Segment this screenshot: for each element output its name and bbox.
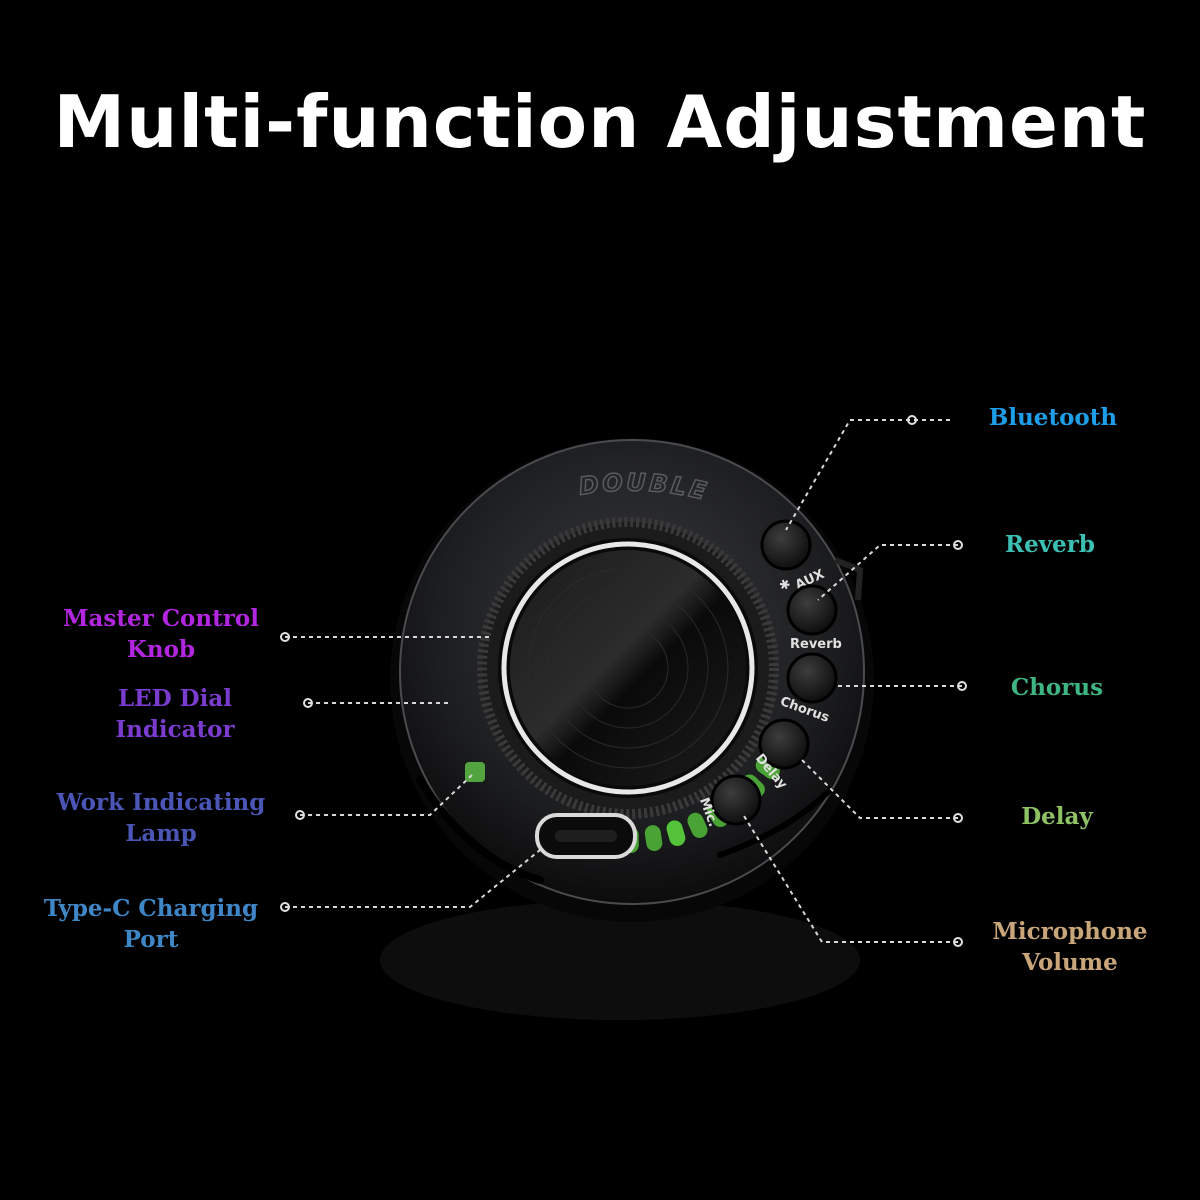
label-bluetooth: Bluetooth [968, 402, 1138, 433]
label-knob-line2: Knob [126, 636, 196, 663]
label-microphone-volume: Microphone Volume [976, 916, 1164, 978]
label-led-dial-indicator: LED Dial Indicator [85, 683, 265, 745]
reverb-button[interactable] [786, 584, 838, 636]
leader-delay [799, 757, 958, 819]
led-segment [644, 825, 663, 852]
label-master-control-knob: Master Control Knob [50, 603, 272, 665]
label-typec-line1: Type-C Charging [43, 895, 259, 922]
master-control-knob[interactable] [477, 517, 779, 819]
type-c-port[interactable] [535, 813, 637, 859]
led-segment [666, 820, 686, 846]
leader-work [300, 774, 473, 816]
label-chorus-text: Chorus [1010, 674, 1104, 701]
label-delay: Delay [982, 801, 1132, 832]
label-mic-line2: Volume [1022, 949, 1118, 976]
label-led-line1: LED Dial [118, 685, 232, 712]
label-bluetooth-text: Bluetooth [988, 404, 1118, 431]
leader-bluetooth [785, 419, 950, 531]
work-indicating-lamp [465, 762, 485, 782]
label-delay-text: Delay [1021, 803, 1093, 830]
mic-button[interactable] [710, 774, 762, 826]
label-type-c-port: Type-C Charging Port [30, 893, 272, 955]
label-reverb-text: Reverb [1005, 531, 1095, 558]
led-segment [687, 812, 708, 838]
label-reverb: Reverb [975, 529, 1125, 560]
leader-mic [743, 815, 958, 943]
aux-button[interactable] [760, 519, 812, 571]
leader-reverb [817, 544, 958, 601]
label-led-line2: Indicator [115, 716, 235, 743]
page-title: Multi-function Adjustment [53, 80, 1147, 164]
chorus-button[interactable] [786, 652, 838, 704]
leader-typec [285, 849, 541, 908]
label-mic-line1: Microphone [992, 918, 1148, 945]
label-work-indicating-lamp: Work Indicating Lamp [50, 787, 272, 849]
label-work-line1: Work Indicating [56, 789, 266, 816]
label-work-line2: Lamp [125, 820, 197, 847]
label-knob-line1: Master Control [63, 605, 259, 632]
label-typec-line2: Port [123, 926, 179, 953]
delay-button[interactable] [758, 718, 810, 770]
label-chorus: Chorus [982, 672, 1132, 703]
reverb-button-label: Reverb [790, 637, 842, 652]
